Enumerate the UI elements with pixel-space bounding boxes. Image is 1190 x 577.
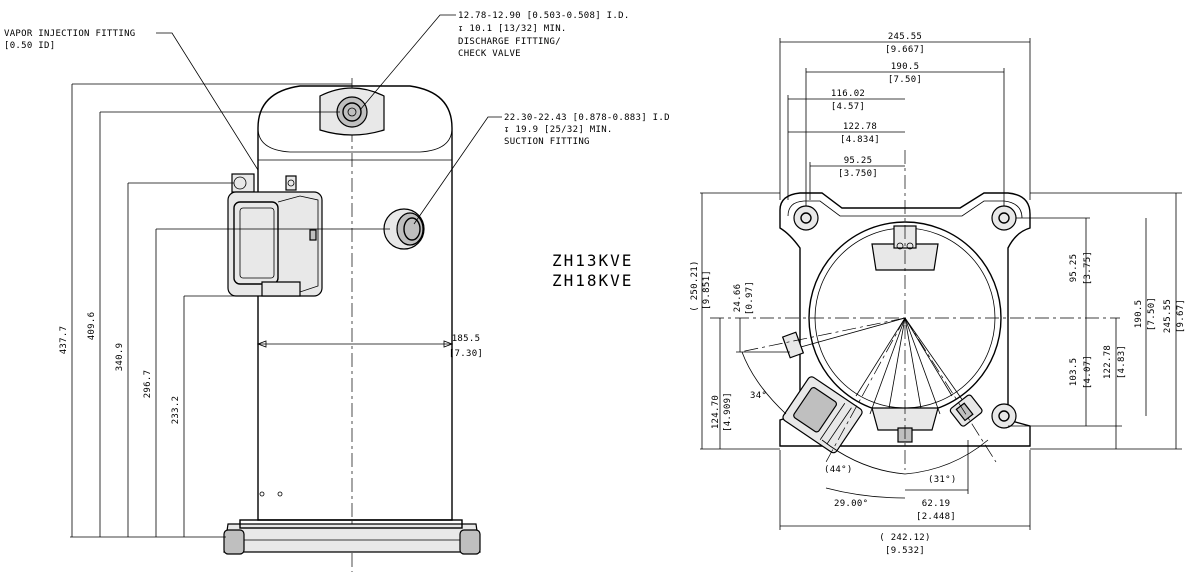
vapor-injection-fitting bbox=[231, 173, 297, 193]
suction-offset-dimension: 62.19 bbox=[922, 499, 951, 509]
hole-depth-spacing: 190.5 bbox=[1134, 300, 1144, 329]
injection-offset-dimension-inch: [0.97] bbox=[745, 281, 755, 315]
overall-depth-dimension-inch: [9.851] bbox=[702, 270, 712, 310]
suction-offset-dimension-inch: [2.448] bbox=[916, 512, 956, 522]
model-name: ZH18KVE bbox=[552, 271, 633, 290]
suction-callout-depth: ↧ 19.9 [25/32] MIN. bbox=[504, 125, 613, 135]
rear-edge-dimension-inch: [4.83] bbox=[1117, 345, 1127, 379]
top-view: 245.55 [9.667] 190.5 [7.50] 116.02 [4.57… bbox=[690, 32, 1186, 556]
suction-callout-name: SUCTION FITTING bbox=[504, 137, 590, 147]
front-hole-dimension: 95.25 bbox=[1069, 254, 1079, 283]
injection-offset-dimension: 24.66 bbox=[733, 284, 743, 313]
angle-label: (31°) bbox=[928, 475, 957, 485]
shell-top-seam bbox=[257, 127, 453, 153]
model-name: ZH13KVE bbox=[552, 251, 633, 270]
suction-callout: 22.30-22.43 [0.878-0.883] I.D bbox=[504, 113, 670, 123]
offset-dimension: 185.5 bbox=[452, 334, 481, 344]
discharge-callout-name-2: CHECK VALVE bbox=[458, 49, 521, 59]
top-suction-fitting bbox=[949, 394, 983, 427]
overall-width-dimension: 245.55 bbox=[1163, 299, 1173, 333]
overall-width-dimension-inch: [9.67] bbox=[1176, 299, 1186, 333]
discharge-fitting bbox=[319, 87, 385, 136]
offset-dimension-c-inch: [3.750] bbox=[838, 169, 878, 179]
angle-label: 29.00° bbox=[834, 499, 868, 509]
rear-hole-dimension: 103.5 bbox=[1069, 358, 1079, 387]
height-label: 340.9 bbox=[115, 343, 125, 372]
height-label: 296.7 bbox=[143, 370, 153, 399]
discharge-callout-name: DISCHARGE FITTING/ bbox=[458, 37, 561, 47]
rear-offset-dimension: 124.70 bbox=[711, 395, 721, 429]
rear-offset-dimension-inch: [4.909] bbox=[723, 392, 733, 432]
mounting-hole bbox=[991, 205, 1017, 231]
top-terminal-box bbox=[782, 376, 863, 454]
width-dimension: 245.55 bbox=[888, 32, 922, 42]
offset-dimension-b-inch: [4.834] bbox=[840, 135, 880, 145]
overall-length-dimension: ( 242.12) bbox=[879, 533, 930, 543]
width-dimension-inch: [9.667] bbox=[885, 45, 925, 55]
height-label: 409.6 bbox=[87, 312, 97, 341]
angle-label: (44°) bbox=[824, 465, 853, 475]
height-label: 233.2 bbox=[171, 396, 181, 425]
angle-label: 34° bbox=[750, 391, 767, 401]
discharge-callout: 12.78-12.90 [0.503-0.508] I.D. bbox=[458, 11, 630, 21]
mounting-hole bbox=[793, 205, 819, 231]
discharge-callout-depth: ↧ 10.1 [13/32] MIN. bbox=[458, 24, 567, 34]
height-label: 437.7 bbox=[59, 326, 69, 355]
terminal-box bbox=[227, 191, 323, 297]
hole-spacing-dimension-inch: [7.50] bbox=[888, 75, 922, 85]
rear-edge-dimension: 122.78 bbox=[1103, 345, 1113, 379]
base-plate bbox=[223, 519, 481, 555]
offset-dimension-b: 122.78 bbox=[843, 122, 877, 132]
compressor-shell bbox=[257, 85, 453, 521]
offset-dimension-a: 116.02 bbox=[831, 89, 865, 99]
top-vapor-injection bbox=[781, 331, 805, 359]
overall-length-dimension-inch: [9.532] bbox=[885, 546, 925, 556]
rear-hole-dimension-inch: [4.07] bbox=[1083, 355, 1093, 389]
offset-dimension-a-inch: [4.57] bbox=[831, 102, 865, 112]
mounting-hole bbox=[991, 403, 1017, 429]
vapor-injection-callout: VAPOR INJECTION FITTING bbox=[4, 29, 136, 39]
offset-dimension-inch: [7.30] bbox=[449, 349, 483, 359]
overall-depth-dimension: ( 250.21) bbox=[690, 260, 700, 311]
offset-dimension-c: 95.25 bbox=[844, 156, 873, 166]
front-hole-dimension-inch: [3.75] bbox=[1083, 251, 1093, 285]
side-view: 437.7 409.6 340.9 296.7 233.2 185.5 [7.3… bbox=[4, 11, 670, 572]
top-base-plate bbox=[779, 192, 1031, 447]
hole-depth-spacing-inch: [7.50] bbox=[1147, 297, 1157, 331]
hole-spacing-dimension: 190.5 bbox=[891, 62, 920, 72]
vapor-injection-callout-size: [0.50 ID] bbox=[4, 41, 55, 51]
